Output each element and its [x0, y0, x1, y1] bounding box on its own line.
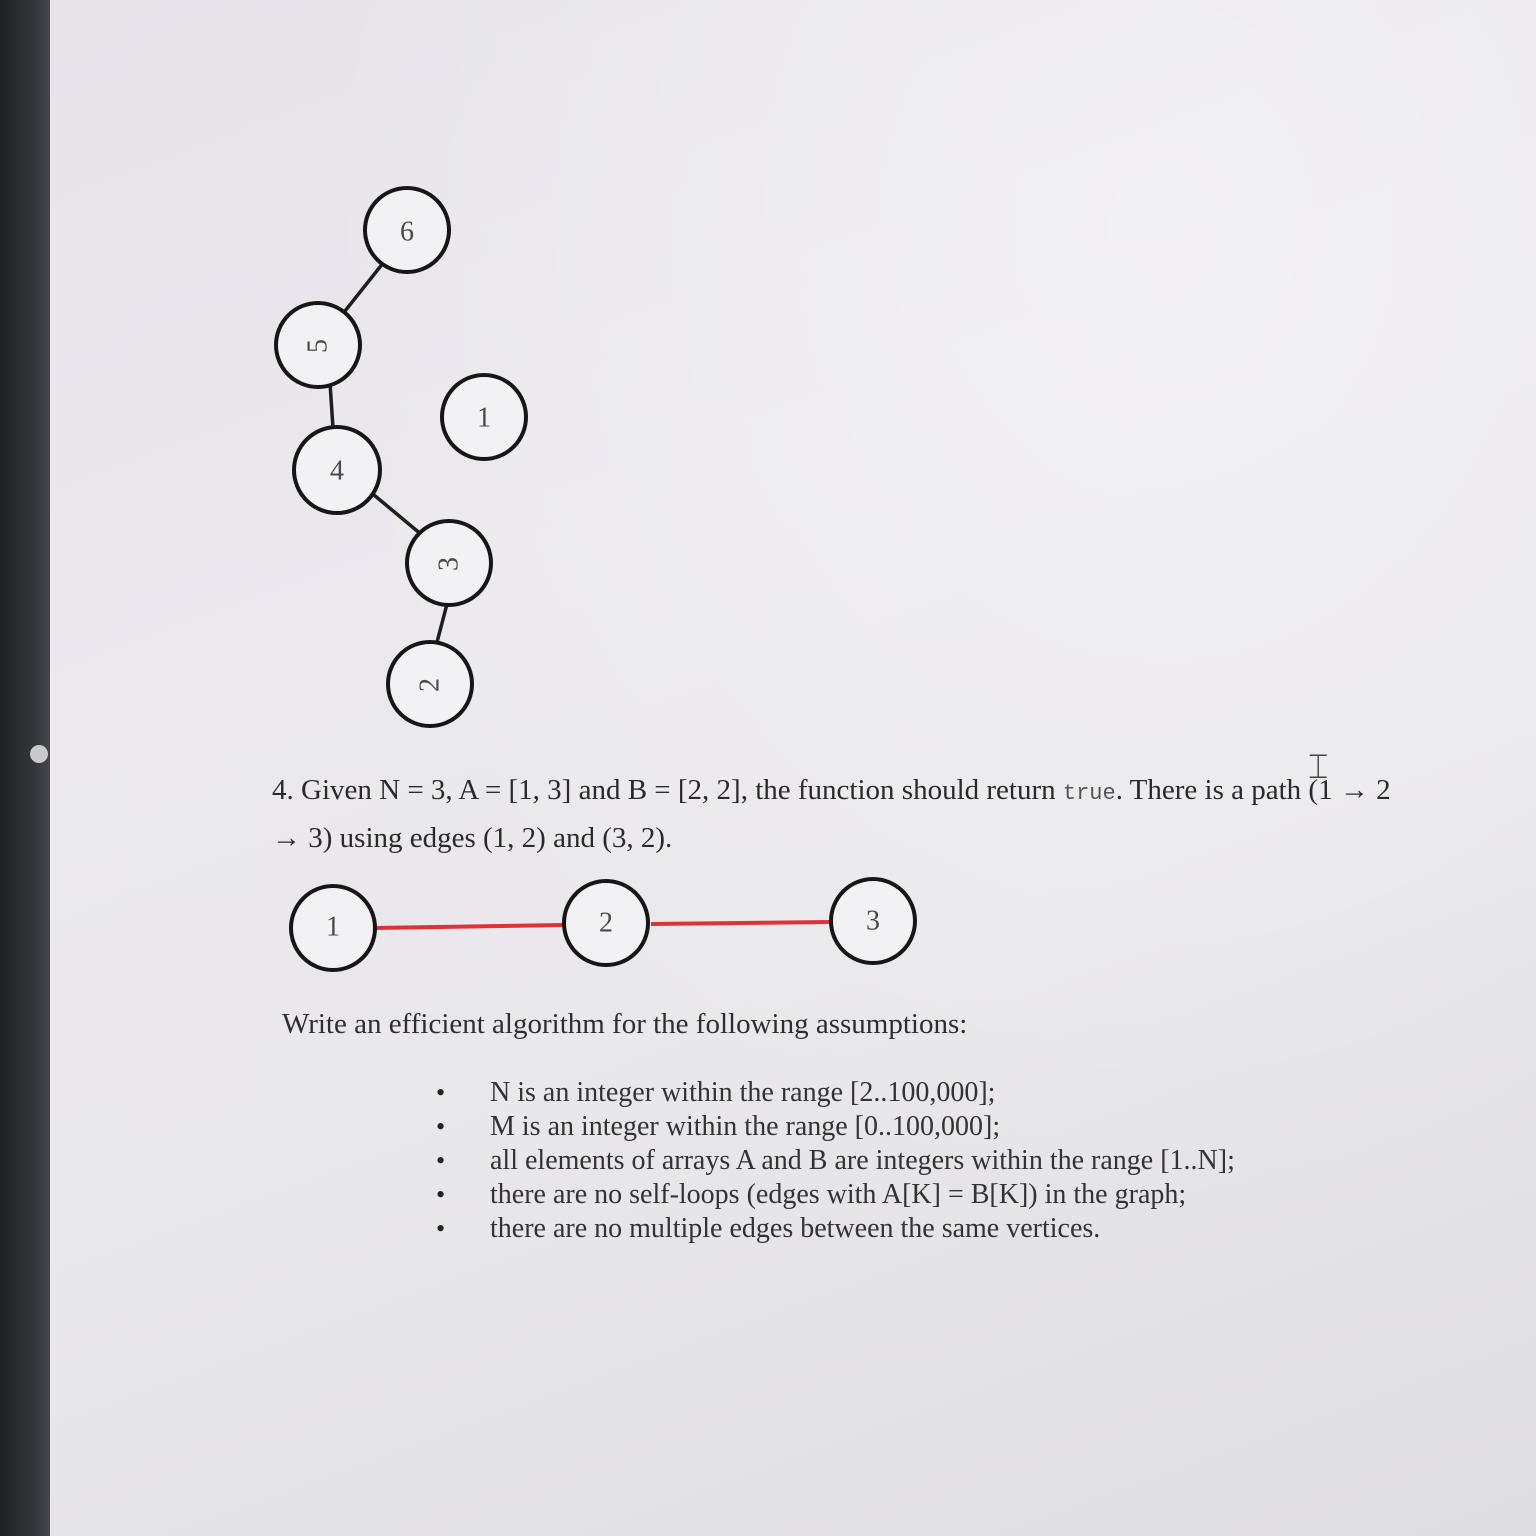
example-line-1: 4. Given N = 3, A = [1, 3] and B = [2, 2… [272, 768, 1502, 816]
node-label: 1 [477, 403, 491, 434]
edge-3-2 [434, 603, 449, 647]
monitor-bezel [0, 0, 50, 1536]
graph-node-5: 5 [274, 301, 362, 389]
bullet: • [436, 1078, 446, 1107]
example-line-2: → 3) using edges (1, 2) and (3, 2). [272, 822, 673, 854]
graph-node-bottom-1: 1 [289, 884, 377, 972]
edge-5-4 [328, 382, 335, 429]
list-item: •there are no multiple edges between the… [436, 1213, 1101, 1244]
example-text: . There is a path (1 → 2 [1115, 774, 1391, 806]
node-label: 5 [303, 339, 334, 353]
node-label: 6 [400, 217, 414, 248]
bullet: • [436, 1214, 446, 1243]
edge-1-2 [374, 923, 564, 930]
graph-node-bottom-2: 2 [562, 879, 650, 967]
bullet: • [436, 1146, 446, 1175]
node-label: 4 [330, 456, 344, 487]
assumptions-list: •N is an integer within the range [2..10… [436, 1076, 1235, 1246]
list-item: •all elements of arrays A and B are inte… [436, 1145, 1235, 1176]
graph-diagrams: 6 5 1 4 3 2 1 2 [274, 186, 917, 972]
document-screen: 6 5 1 4 3 2 1 2 [50, 0, 1536, 1536]
node-label: 2 [415, 678, 446, 692]
list-item: •there are no self-loops (edges with A[K… [436, 1179, 1187, 1210]
example-paragraph: 4. Given N = 3, A = [1, 3] and B = [2, 2… [272, 768, 1502, 860]
bullet: • [436, 1180, 446, 1209]
graph-node-3: 3 [405, 519, 493, 607]
code-true: true [1062, 781, 1116, 806]
edge-2-3 [650, 920, 832, 926]
node-label: 3 [434, 557, 465, 571]
node-label: 1 [326, 912, 340, 943]
edge-4-3 [366, 488, 430, 542]
assumptions-intro: Write an efficient algorithm for the fol… [282, 1008, 968, 1040]
text-cursor-icon: ⌶ [1308, 747, 1329, 787]
graph-node-6: 6 [363, 186, 451, 274]
list-item: •N is an integer within the range [2..10… [436, 1077, 996, 1108]
graph-node-1: 1 [440, 373, 528, 461]
graph-node-bottom-3: 3 [829, 877, 917, 965]
node-label: 3 [866, 906, 880, 937]
node-label: 2 [599, 908, 613, 939]
list-item: •M is an integer within the range [0..10… [436, 1111, 1001, 1142]
graph-node-2: 2 [386, 640, 474, 728]
bullet: • [436, 1112, 446, 1141]
example-text: 4. Given N = 3, A = [1, 3] and B = [2, 2… [272, 774, 1063, 806]
scroll-indicator [30, 745, 48, 763]
graph-node-4: 4 [292, 425, 382, 515]
